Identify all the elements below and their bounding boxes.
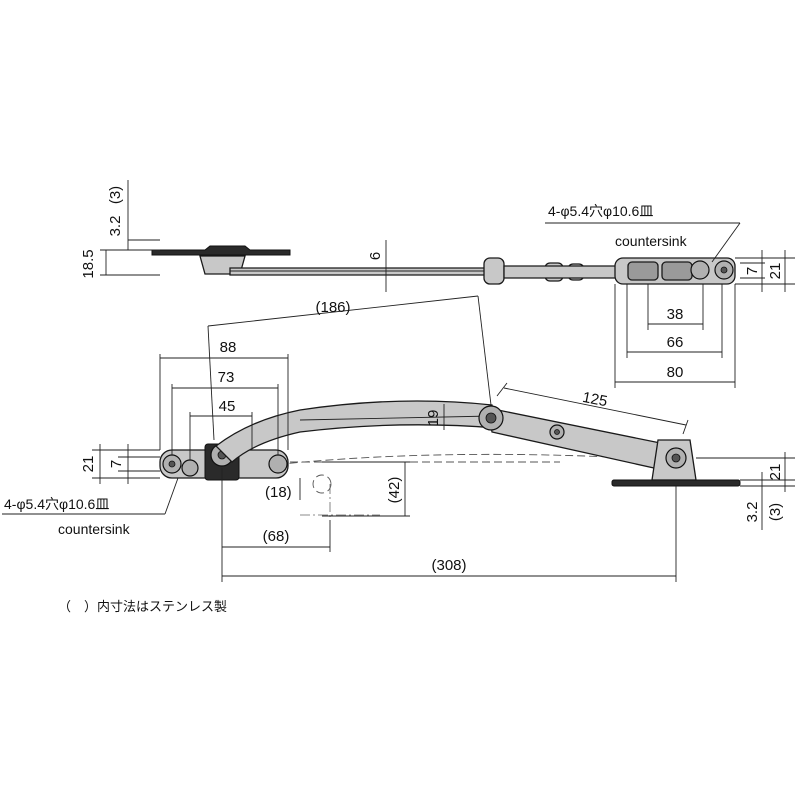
- dim-offset-68: (68): [263, 528, 290, 545]
- dim-right-thickness: 3.2: [744, 502, 761, 523]
- dim-left-hole-pitch: 45: [219, 398, 236, 415]
- front-right-plate: [611, 479, 741, 487]
- dim-top-right-inner-height: 7: [744, 267, 761, 275]
- dim-right-outer-height: 21: [767, 464, 784, 481]
- top-left-plate: [151, 245, 291, 256]
- dim-link-length: 125: [581, 389, 609, 410]
- top-mid-joint: [483, 257, 505, 285]
- dim-left-plate-length: 88: [220, 339, 237, 356]
- front-left-hole-3: [268, 454, 288, 474]
- top-right-pivot: [690, 260, 710, 280]
- front-left-hole-2: [181, 459, 199, 477]
- top-arm: [229, 267, 491, 276]
- dim-left-inner-height: 7: [108, 460, 125, 468]
- front-hole-spec-en: countersink: [58, 521, 131, 537]
- top-hole-spec-en: countersink: [615, 233, 688, 249]
- front-hole-spec: 4-φ5.4穴φ10.6皿: [4, 496, 109, 512]
- dim-top-left-height: 18.5: [80, 249, 97, 278]
- top-hole-spec: 4-φ5.4穴φ10.6皿: [548, 203, 653, 219]
- dim-offset-small: (18): [265, 484, 292, 501]
- top-view: 18.5 3.2 (3) 6 4-φ5.4穴φ10.6皿 countersink…: [80, 180, 795, 388]
- top-right-block: [627, 261, 659, 281]
- front-view: (186) 88 73 45 19 125 21 7 4-φ5: [2, 295, 795, 582]
- dim-top-left-thickness: 3.2: [107, 216, 124, 237]
- dim-drop-height: (42): [386, 477, 403, 504]
- dim-left-outer-height: 21: [80, 456, 97, 473]
- dim-top-arm-thickness: 6: [367, 252, 384, 260]
- dim-top-right-hole-pitch: 38: [667, 306, 684, 323]
- dim-top-right-hole-span: 66: [667, 334, 684, 351]
- top-right-block-2: [661, 261, 693, 281]
- top-link: [503, 265, 621, 279]
- dim-total-length: (308): [431, 557, 466, 574]
- top-right-end-center: [720, 266, 728, 274]
- dim-top-left-thickness-ss: (3): [107, 186, 124, 204]
- closed-position-pin: [312, 474, 332, 494]
- dim-top-right-plate-length: 80: [667, 364, 684, 381]
- dim-arm-width: 19: [425, 410, 442, 427]
- dim-left-hole-span: 73: [218, 369, 235, 386]
- dim-arm-length-upper: (186): [315, 299, 350, 316]
- footnote: （ ）内寸法はステンレス製: [58, 599, 227, 615]
- dim-top-right-outer-height: 21: [767, 263, 784, 280]
- dim-right-thickness-ss: (3): [767, 503, 784, 521]
